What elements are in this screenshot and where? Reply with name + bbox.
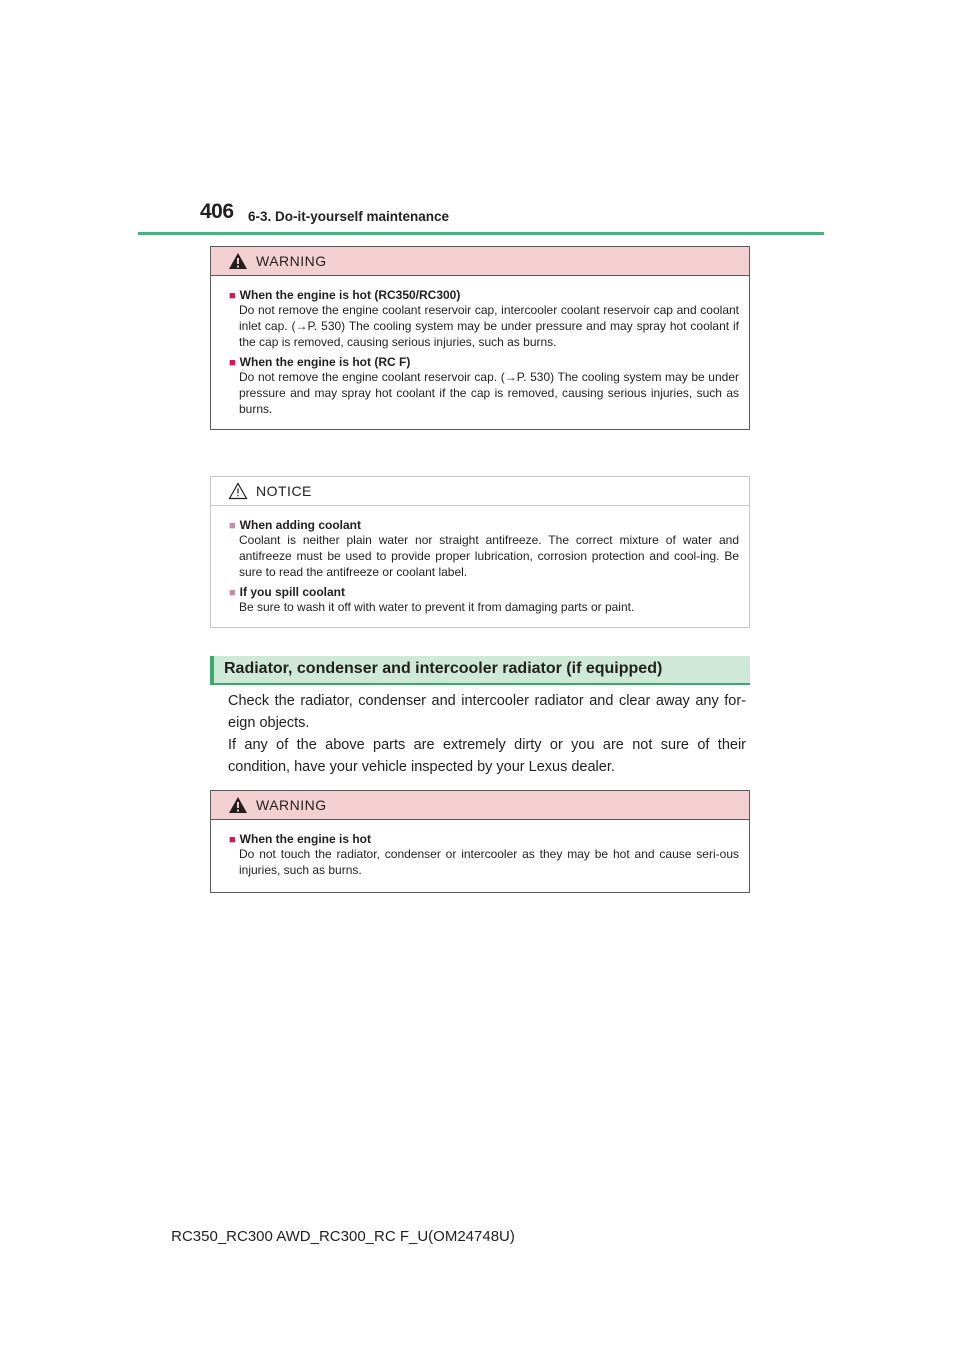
warning-title: WARNING bbox=[256, 797, 327, 813]
radiator-paragraph-2: If any of the above parts are extremely … bbox=[228, 737, 746, 775]
notice-box-coolant: NOTICE ■When adding coolant Coolant is n… bbox=[210, 476, 750, 628]
warning-item-text: Do not remove the engine coolant reservo… bbox=[239, 370, 739, 416]
warning-item-heading: ■When the engine is hot bbox=[229, 832, 371, 846]
radiator-paragraph-1: Check the radiator, condenser and interc… bbox=[228, 693, 746, 731]
square-bullet-icon: ■ bbox=[229, 290, 236, 302]
warning-box-engine-hot: WARNING ■When the engine is hot (RC350/R… bbox=[210, 246, 750, 430]
warning-item-heading: ■When the engine is hot (RC F) bbox=[229, 355, 411, 369]
square-bullet-icon: ■ bbox=[229, 357, 236, 369]
notice-item-text: Coolant is neither plain water nor strai… bbox=[239, 533, 739, 579]
notice-triangle-icon bbox=[228, 482, 248, 500]
notice-item-heading: ■If you spill coolant bbox=[229, 585, 345, 599]
warning-title: WARNING bbox=[256, 253, 327, 269]
warning-triangle-icon bbox=[229, 797, 247, 813]
header-rule bbox=[138, 232, 824, 235]
heading-rule bbox=[210, 683, 750, 685]
page-number: 406 bbox=[200, 200, 234, 223]
notice-item-text: Be sure to wash it off with water to pre… bbox=[239, 600, 635, 614]
section-title: 6-3. Do-it-yourself maintenance bbox=[248, 209, 450, 224]
warning-item-heading: ■When the engine is hot (RC350/RC300) bbox=[229, 288, 461, 302]
notice-item-heading: ■When adding coolant bbox=[229, 518, 361, 532]
square-bullet-icon: ■ bbox=[229, 520, 236, 532]
square-bullet-icon: ■ bbox=[229, 834, 236, 846]
radiator-body: Check the radiator, condenser and interc… bbox=[228, 690, 746, 778]
warning-box-radiator: WARNING ■When the engine is hot Do not t… bbox=[210, 790, 750, 893]
warning-item-text: Do not remove the engine coolant reservo… bbox=[239, 303, 739, 349]
notice-header: NOTICE bbox=[211, 477, 749, 506]
page-header: 406 6-3. Do-it-yourself maintenance bbox=[138, 200, 824, 236]
footer-model-code: RC350_RC300 AWD_RC300_RC F_U(OM24748U) bbox=[171, 1228, 515, 1245]
section-heading-band: Radiator, condenser and intercooler radi… bbox=[210, 656, 750, 685]
square-bullet-icon: ■ bbox=[229, 587, 236, 599]
warning-item-text: Do not touch the radiator, condenser or … bbox=[239, 847, 739, 877]
warning-header: WARNING bbox=[211, 791, 749, 820]
warning-header: WARNING bbox=[211, 247, 749, 276]
notice-title: NOTICE bbox=[256, 483, 312, 499]
heading-accent-bar bbox=[210, 656, 214, 685]
warning-triangle-icon bbox=[229, 253, 247, 269]
radiator-heading: Radiator, condenser and intercooler radi… bbox=[224, 660, 663, 677]
